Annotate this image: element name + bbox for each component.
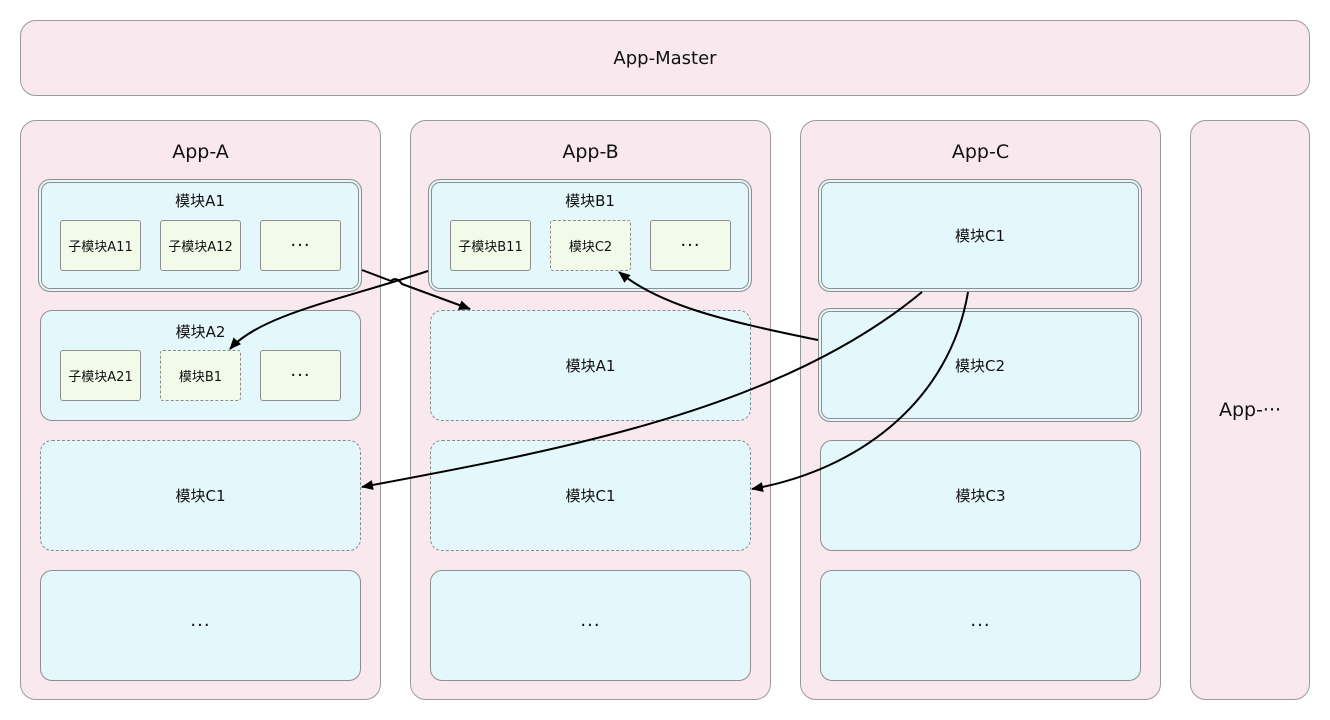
submodule-b11: 子模块B11 (450, 220, 531, 271)
submodule-a12-label: 子模块A12 (168, 240, 233, 255)
submodule-a12: 子模块A12 (160, 220, 241, 271)
submodule-b1-more: ··· (650, 220, 731, 271)
app-more-container: App-··· (1190, 120, 1310, 700)
submodule-a21-label: 子模块A21 (68, 370, 133, 385)
app-c-module-c3: 模块C3 (820, 440, 1141, 551)
submodule-b1-more-label: ··· (680, 235, 701, 256)
submodule-a2-more: ··· (260, 350, 341, 401)
app-c-more-label: ··· (970, 615, 991, 636)
submodule-a1-more-label: ··· (290, 235, 311, 256)
app-a-module-c1-label: 模块C1 (175, 487, 226, 505)
submodule-b11-label: 子模块B11 (458, 240, 523, 255)
app-b-module-a1-label: 模块A1 (565, 357, 616, 375)
app-c-module-c2: 模块C2 (818, 308, 1142, 422)
app-b-module-c1-ref: 模块C1 (430, 440, 751, 551)
app-c-title: App-C (951, 141, 1010, 163)
app-b-module-more: ··· (430, 570, 751, 681)
app-c-module-c2-label: 模块C2 (954, 356, 1006, 375)
app-master-label: App-Master (613, 47, 717, 69)
app-b-module-c2-ref: 模块C2 (550, 220, 631, 271)
app-master: App-Master (20, 20, 1310, 96)
submodule-a1-more: ··· (260, 220, 341, 271)
app-a-module-c1-ref: 模块C1 (40, 440, 361, 551)
submodule-a11: 子模块A11 (60, 220, 141, 271)
module-c2-ref-label: 模块C2 (568, 240, 613, 255)
module-b1-label: 模块B1 (565, 192, 615, 210)
app-a-title: App-A (172, 141, 229, 163)
app-c-module-c1: 模块C1 (818, 179, 1142, 292)
app-a-module-more: ··· (40, 570, 361, 681)
module-a2-label: 模块A2 (175, 323, 226, 341)
app-c-module-c3-label: 模块C3 (955, 487, 1006, 505)
app-c-module-more: ··· (820, 570, 1141, 681)
app-a-module-b1-ref: 模块B1 (160, 350, 241, 401)
app-more-title: App-··· (1218, 399, 1282, 421)
app-b-more-label: ··· (580, 615, 601, 636)
app-b-module-a1-ref: 模块A1 (430, 310, 751, 421)
submodule-a21: 子模块A21 (60, 350, 141, 401)
app-c-module-c1-label: 模块C1 (954, 227, 1006, 245)
app-a-more-label: ··· (190, 615, 211, 636)
module-a1-label: 模块A1 (175, 192, 225, 210)
submodule-a11-label: 子模块A11 (68, 240, 133, 255)
module-b1-ref-label: 模块B1 (178, 370, 223, 385)
app-b-title: App-B (562, 141, 619, 163)
submodule-a2-more-label: ··· (290, 365, 311, 386)
app-b-module-c1-label: 模块C1 (565, 487, 616, 505)
